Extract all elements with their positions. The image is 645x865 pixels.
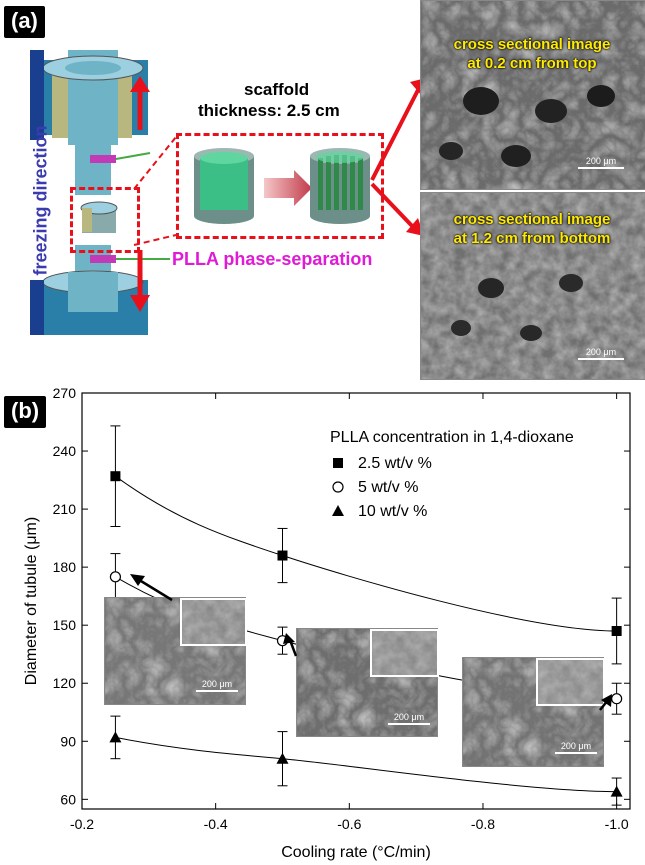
data-point	[276, 752, 289, 764]
inset-micrograph-3-zoom	[536, 658, 605, 706]
legend-title: PLLA concentration in 1,4-dioxane	[330, 429, 574, 446]
legend-marker	[333, 458, 343, 468]
zoom-lines	[133, 136, 177, 246]
panel-b-label: (b)	[4, 396, 47, 428]
legend-marker	[332, 481, 344, 493]
inset-2-scalebar: 200 μm	[388, 712, 430, 725]
y-axis-label: Diameter of tubule (μm)	[23, 517, 40, 685]
series-line-2	[115, 736, 617, 793]
y-tick-label: 150	[53, 617, 77, 633]
zoom-box-small	[70, 187, 140, 253]
sem-image-top	[420, 0, 645, 190]
sem-bottom-scale-label: 200 μm	[585, 347, 617, 357]
legend-entry: 10 wt/v %	[358, 503, 427, 520]
inset-1-scalebar: 200 μm	[196, 679, 238, 692]
zoom-box-large	[176, 133, 384, 239]
scaffold-label: scaffold	[244, 80, 310, 99]
panel-a-label: (a)	[4, 6, 45, 38]
y-tick-label: 240	[53, 443, 77, 459]
inset-micrograph-1-zoom	[180, 598, 247, 646]
y-tick-label: 180	[53, 559, 77, 575]
inset-micrograph-3	[462, 657, 604, 767]
sem-top-caption-line1: cross sectional image	[453, 36, 611, 53]
sem-bottom-scalebar: 200 μm	[578, 347, 624, 360]
sem-image-bottom	[420, 192, 645, 380]
data-point	[611, 625, 622, 636]
scaffold-thickness-label: thickness: 2.5 cm	[198, 101, 340, 120]
inset-micrograph-2-zoom	[370, 629, 439, 677]
plot-frame	[81, 392, 631, 810]
x-axis-label: Cooling rate (°C/min)	[281, 844, 431, 861]
data-point	[110, 471, 121, 482]
x-tick-label: -0.4	[204, 816, 228, 832]
inset-2-scale-label: 200 μm	[393, 712, 425, 722]
legend-entry: 2.5 wt/v %	[358, 455, 432, 472]
inset-1-scale-label: 200 μm	[201, 679, 233, 689]
sem-pointer-arrows	[370, 78, 426, 236]
legend-marker	[332, 505, 344, 516]
series-line-0	[115, 475, 617, 632]
sem-top-caption-line2: at 0.2 cm from top	[467, 55, 597, 72]
sem-bottom-caption: cross sectional image at 1.2 cm from bot…	[420, 210, 644, 248]
data-point	[109, 571, 122, 583]
phase-separation-label: PLLA phase-separation	[172, 249, 373, 269]
x-tick-label: -0.6	[337, 816, 361, 832]
data-point	[277, 550, 288, 561]
data-point	[610, 785, 623, 797]
scaffold-cylinders-illustration	[194, 148, 370, 224]
x-tick-label: -0.2	[70, 816, 94, 832]
sem-top-scale-label: 200 μm	[585, 156, 617, 166]
y-tick-label: 270	[53, 385, 77, 401]
x-tick-label: -0.8	[471, 816, 495, 832]
x-tick-label: -1.0	[605, 816, 629, 832]
sem-bottom-caption-line1: cross sectional image	[453, 211, 611, 228]
y-tick-label: 120	[53, 675, 77, 691]
inset-3-scalebar: 200 μm	[555, 741, 597, 754]
sem-top-caption: cross sectional image at 0.2 cm from top	[420, 35, 644, 73]
tubule-diameter-chart: -0.2 -0.4 -0.6 -0.8 -1.0 60 90 120 150 180 210 240 2…	[23, 385, 631, 861]
legend-entry: 5 wt/v %	[358, 479, 418, 496]
y-tick-label: 210	[53, 501, 77, 517]
sem-bottom-caption-line2: at 1.2 cm from bottom	[453, 230, 611, 247]
inset-3-scale-label: 200 μm	[560, 741, 592, 751]
data-point	[109, 731, 122, 743]
sem-top-scalebar: 200 μm	[578, 156, 624, 169]
y-tick-label: 90	[60, 733, 76, 749]
y-tick-label: 60	[60, 791, 76, 807]
freezing-apparatus-illustration	[30, 50, 170, 335]
